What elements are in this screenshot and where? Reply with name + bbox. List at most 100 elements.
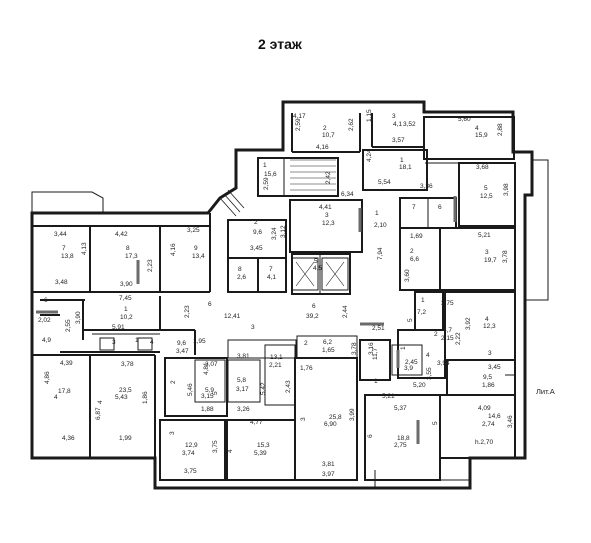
room-dimension-label: 3,78 bbox=[502, 250, 509, 263]
room-dimension-label: 3,12 bbox=[280, 225, 287, 238]
room-dimension-label: h.2,70 bbox=[475, 439, 493, 446]
room-dimension-label: 2,42 bbox=[325, 171, 332, 184]
room-dimension-label: 1 bbox=[374, 378, 378, 385]
room-dimension-label: 15,6 bbox=[264, 171, 277, 178]
room-dimension-label: 5,43 bbox=[115, 394, 128, 401]
room-dimension-label: 3,75 bbox=[441, 300, 454, 307]
room-dimension-label: 3,07 bbox=[205, 361, 218, 368]
room-dimension-label: 3,98 bbox=[503, 183, 510, 196]
room-dimension-label: 3,74 bbox=[182, 450, 195, 457]
room-dimension-label: 3,78 bbox=[121, 361, 134, 368]
room-dimension-label: 9 bbox=[194, 245, 198, 252]
room-dimension-label: 3 bbox=[300, 417, 307, 421]
room-dimension-label: 5,21 bbox=[478, 232, 491, 239]
room-dimension-label: 19,7 bbox=[484, 257, 497, 264]
room-dimension-label: 5,21 bbox=[382, 393, 395, 400]
room-dimension-label: 5,8 bbox=[237, 377, 246, 384]
room-dimension-label: 2 bbox=[254, 219, 258, 226]
room-dimension-label: 4 bbox=[485, 316, 489, 323]
room-dimension-label: 3,45 bbox=[250, 245, 263, 252]
room-dimension-label: 9,5 bbox=[483, 374, 492, 381]
room-dimension-label: 3,24 bbox=[271, 227, 278, 240]
room-dimension-label: 5,54 bbox=[378, 179, 391, 186]
room-dimension-label: 4,13 bbox=[81, 242, 88, 255]
room-dimension-label: 1,76 bbox=[300, 365, 313, 372]
room-dimension-label: 3,17 bbox=[236, 386, 249, 393]
room-dimension-label: 4,16 bbox=[170, 243, 177, 256]
room-dimension-label: 17,3 bbox=[125, 253, 138, 260]
room-dimension-label: 4,17 bbox=[293, 113, 306, 120]
room-dimension-label: 5,91 bbox=[112, 324, 125, 331]
room-dimension-label: 23,5 bbox=[119, 387, 132, 394]
room-dimension-label: 12,5 bbox=[480, 193, 493, 200]
room-dimension-label: 4,86 bbox=[44, 371, 51, 384]
room-dimension-label: 6 bbox=[312, 303, 316, 310]
room-dimension-label: 2,02 bbox=[38, 317, 51, 324]
room-dimension-label: 6,34 bbox=[341, 191, 354, 198]
room-dimension-label: 1,99 bbox=[119, 435, 132, 442]
room-dimension-label: 4 bbox=[97, 400, 104, 404]
room-dimension-label: 4,77 bbox=[250, 419, 263, 426]
room-dimension-label: 8 bbox=[238, 266, 242, 273]
room-dimension-label: 5 bbox=[432, 421, 439, 425]
room-dimension-label: 4,36 bbox=[62, 435, 75, 442]
room-dimension-label: 4 bbox=[150, 339, 154, 346]
walls bbox=[30, 100, 549, 490]
room-dimension-label: 4,41 bbox=[319, 204, 332, 211]
room-dimension-label: 1 bbox=[400, 157, 404, 164]
room-dimension-label: 3 bbox=[251, 324, 255, 331]
room-dimension-label: 3,26 bbox=[237, 406, 250, 413]
room-dimension-label: 3,92 bbox=[465, 317, 472, 330]
room-dimension-label: 4,81 bbox=[203, 362, 210, 375]
room-dimension-label: 12,41 bbox=[224, 313, 241, 320]
room-dimension-label: 9,6 bbox=[253, 229, 262, 236]
room-dimension-label: 3,68 bbox=[476, 164, 489, 171]
room-dimension-label: 14,6 bbox=[488, 413, 501, 420]
room-dimension-label: 3,90 bbox=[120, 281, 133, 288]
room-dimension-label: 15,9 bbox=[475, 132, 488, 139]
room-dimension-label: 7 bbox=[269, 266, 273, 273]
room-dimension-label: 2,55 bbox=[65, 319, 72, 332]
room-dimension-label: 6 bbox=[367, 434, 374, 438]
room-dimension-label: 7,45 bbox=[119, 295, 132, 302]
room-dimension-label: 4,16 bbox=[316, 144, 329, 151]
room-dimension-label: 3,45 bbox=[488, 364, 501, 371]
room-dimension-label: 2 bbox=[434, 331, 438, 338]
room-dimension-label: 3,55 bbox=[426, 367, 433, 380]
room-dimension-label: 2,22 bbox=[455, 332, 462, 345]
room-dimension-label: 3,48 bbox=[55, 279, 68, 286]
room-dimension-label: 2,6 bbox=[237, 274, 246, 281]
room-dimension-label: 8 bbox=[126, 245, 130, 252]
room-dimension-label: 4,39 bbox=[60, 360, 73, 367]
room-dimension-label: 13,8 bbox=[61, 253, 74, 260]
room-dimension-label: 7 bbox=[412, 204, 416, 211]
room-dimension-label: 5 bbox=[484, 185, 488, 192]
room-dimension-label: 3,90 bbox=[75, 311, 82, 324]
room-dimension-label: 4 bbox=[426, 352, 430, 359]
room-dimension-label: 3,36 bbox=[420, 183, 433, 190]
room-dimension-label: 6,6 bbox=[410, 256, 419, 263]
room-dimension-label: 3,97 bbox=[322, 471, 335, 478]
room-dimension-label: 5,46 bbox=[187, 383, 194, 396]
room-dimension-label: 5 bbox=[407, 318, 414, 322]
room-dimension-label: 4,09 bbox=[478, 405, 491, 412]
room-dimension-label: 1,65 bbox=[322, 347, 335, 354]
room-dimension-label: 4 bbox=[54, 394, 58, 401]
room-dimension-label: 5,39 bbox=[254, 450, 267, 457]
room-dimension-label: 2,21 bbox=[269, 362, 282, 369]
room-dimension-label: 4,1 bbox=[393, 121, 402, 128]
room-dimension-label: 3,44 bbox=[54, 231, 67, 238]
room-dimension-label: 2,59 bbox=[295, 118, 302, 131]
room-dimension-label: 4,5 bbox=[313, 265, 322, 272]
room-dimension-label: 2 bbox=[304, 340, 308, 347]
room-dimension-label: 1,86 bbox=[482, 382, 495, 389]
room-dimension-label: 1 bbox=[263, 162, 267, 169]
room-dimension-label: 2 bbox=[410, 248, 414, 255]
room-dimension-label: 3,46 bbox=[507, 415, 514, 428]
room-dimension-label: 12,9 bbox=[185, 442, 198, 449]
room-dimension-label: 3 bbox=[488, 350, 492, 357]
floor-title: 2 этаж bbox=[258, 36, 302, 52]
room-dimension-label: 1,15 bbox=[366, 109, 373, 122]
room-dimension-label: 1,86 bbox=[142, 391, 149, 404]
room-dimension-label: 6 bbox=[44, 297, 48, 304]
